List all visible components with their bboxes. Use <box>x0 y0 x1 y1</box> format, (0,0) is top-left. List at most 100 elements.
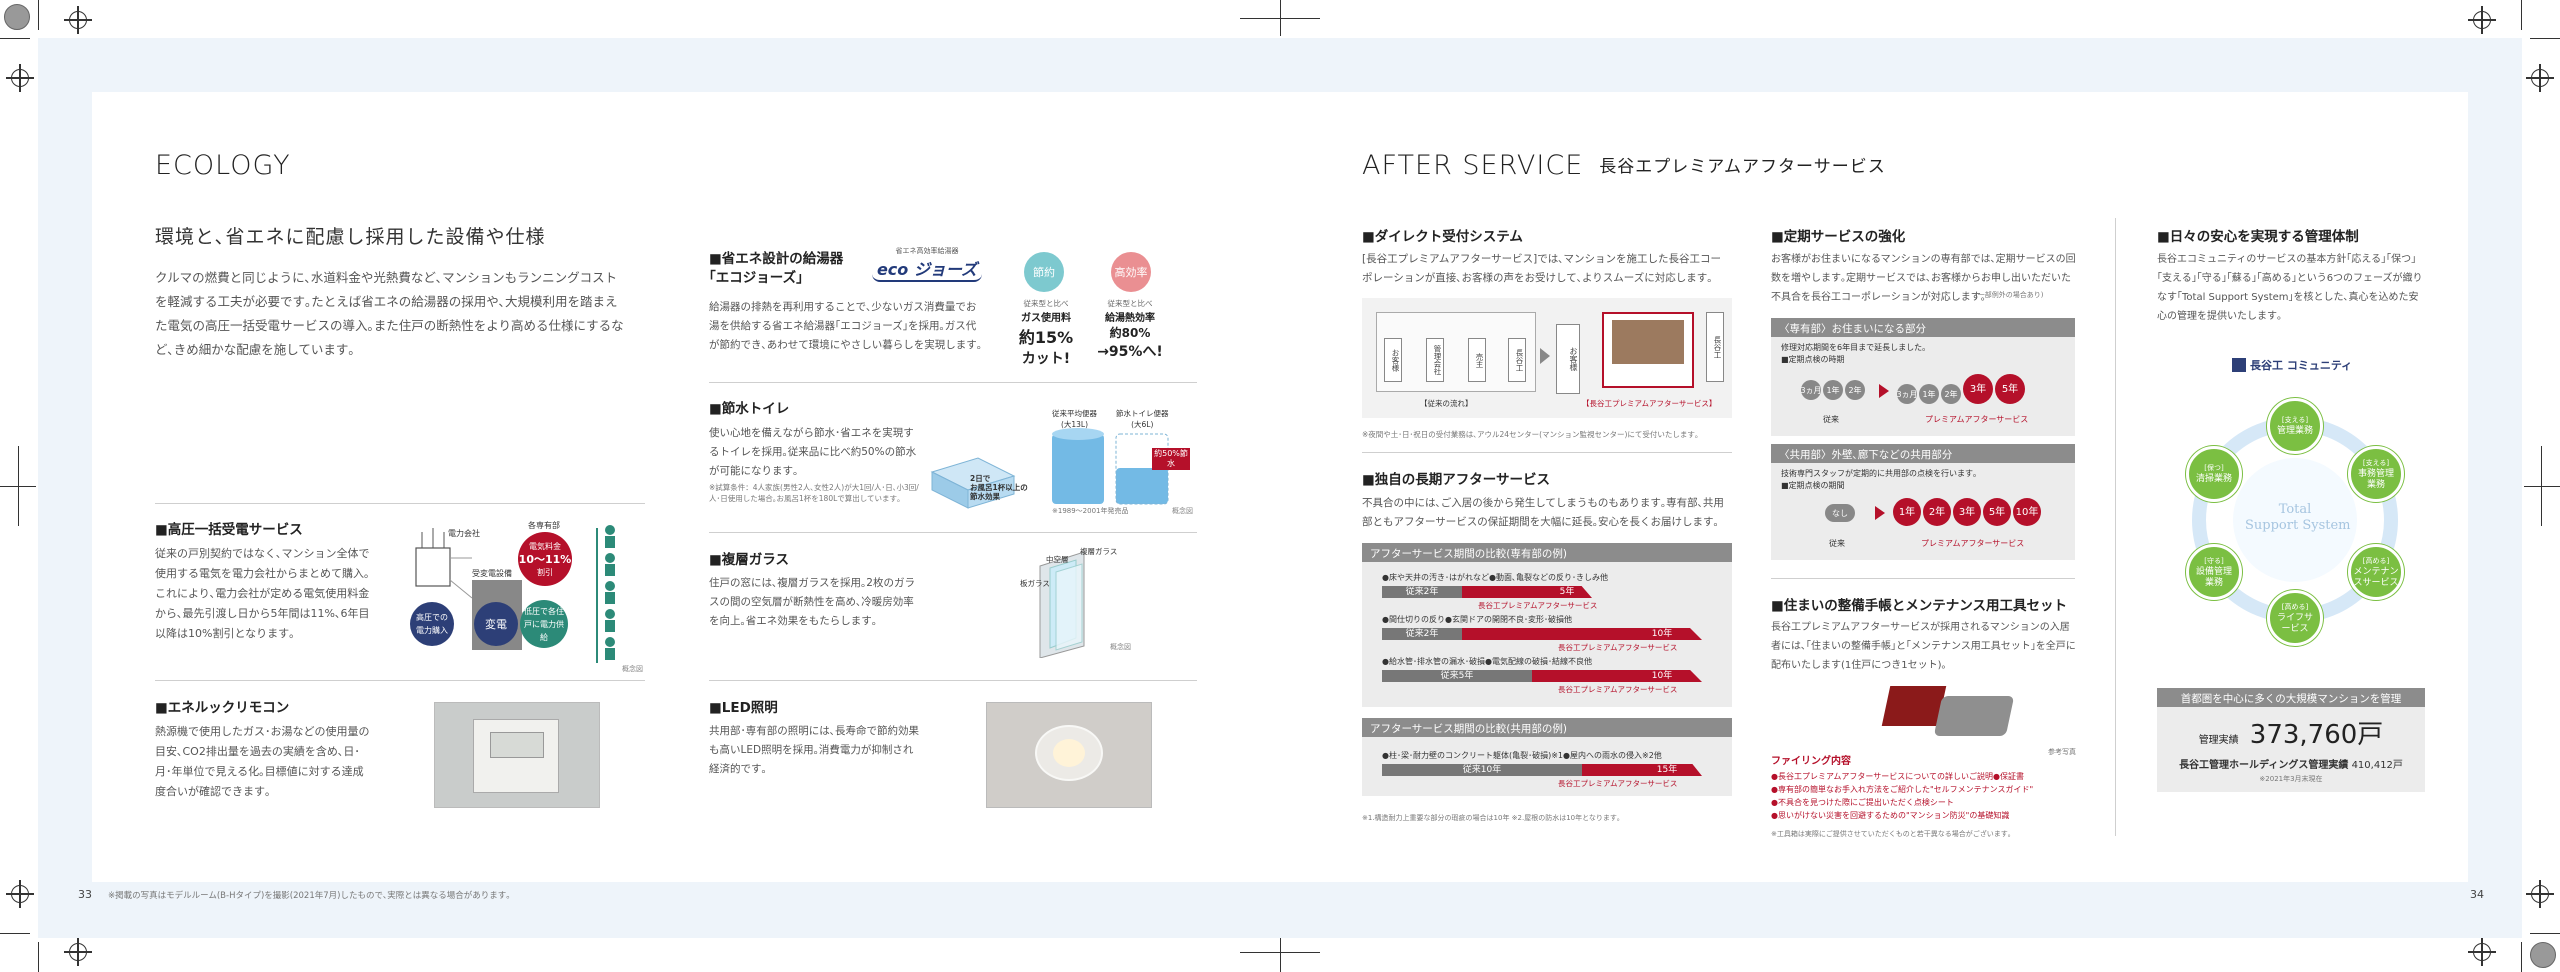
divider <box>155 503 645 504</box>
long-row-new-label: 5年 <box>1559 587 1575 597</box>
wheel-node-management: [支える]管理業務 <box>2267 398 2323 454</box>
ecojozu-badge-efficiency-label: 高効率 <box>1114 265 1148 279</box>
power-footnote: 概念図 <box>622 665 643 673</box>
long-row-label: ●給水管･排水管の漏水･破損●電気配線の破損･結線不良他 <box>1382 657 1592 666</box>
ecojozu-logo-mark: eco ジョーズ <box>872 256 982 282</box>
seq-bubble: 10年 <box>2013 498 2041 526</box>
led-light <box>1053 739 1085 767</box>
toilet-saving-badge: 約50%節水 <box>1152 448 1190 470</box>
long-row: ●間仕切りの反り●玄関ドアの開閉不良･変形･破損他 従来2年 10年 長谷工プレ… <box>1382 614 1722 656</box>
long-common-header: アフターサービス期間の比較(共用部の例) <box>1362 718 1732 737</box>
regular-common-text: 技術専門スタッフが定期的に共用部の点検を行います｡ ■定期点検の期間 <box>1781 469 1977 490</box>
long-row-premium: 長谷工プレミアムアフターサービス <box>1478 601 1598 610</box>
crop-line <box>2521 0 2522 30</box>
seq-bubble: 3ヵ月 <box>1896 384 1918 404</box>
wheel-node-label: 事務管理業務 <box>2357 468 2394 490</box>
flow-node-label: 売主 <box>1475 352 1484 368</box>
corner-circle <box>2530 942 2556 968</box>
flow-photo <box>1612 320 1684 364</box>
long-row-old-label: 従来2年 <box>1405 587 1439 597</box>
wheel-node-maintenance: [高める]メンテナンスサービス <box>2348 544 2404 600</box>
filing-title: ファイリング内容 <box>1771 756 1851 767</box>
after-service-header: AFTER SERVICE 長谷エプレミアムアフターサービス <box>1362 150 1886 181</box>
long-private-header: アフターサービス期間の比較(専有部の例) <box>1362 543 1732 562</box>
led-title: ■LED照明 <box>709 700 778 716</box>
power-company-label: 電力会社 <box>448 529 480 538</box>
ecojozu-badge-saving-label: 節約 <box>1033 265 1055 279</box>
page-number-right: 34 <box>2470 888 2484 901</box>
seq-bubble: 2年 <box>1845 380 1865 400</box>
glass-diagram-svg <box>1039 551 1085 659</box>
regular-common-header: 〈共用部〉外壁､廊下などの共用部分 <box>1771 444 2075 463</box>
stat1-value: 約15% <box>1018 328 1074 347</box>
toilet-period: ※1989～2001年発売品 <box>1052 507 1129 515</box>
glass-text: 住戸の窓には､複層ガラスを採用｡2枚のガラスの間の空気層が断熱性を高め､冷暖房効… <box>709 577 915 627</box>
direct-title: ■ダイレクト受付システム <box>1362 229 1523 245</box>
flow-node: お客様 <box>1384 338 1402 382</box>
led-text: 共用部･専有部の照明には､長寿命で節約効果も高いLED照明を採用｡消費電力が抑制… <box>709 725 919 775</box>
wheel-node-top: [保つ] <box>2204 464 2224 472</box>
long-row-new-label: 15年 <box>1656 765 1678 775</box>
glass-diagram: 複層ガラス 中空層 板ガラス 概念図 <box>1010 546 1140 659</box>
seq-bubble: 3年 <box>1963 374 1993 404</box>
long-text: 不具合の中には､ご入居の後から発生してしまうものもあります｡専有部､共用部ともア… <box>1362 497 1724 528</box>
registration-mark <box>64 6 92 34</box>
stat1-tail: カット! <box>1021 351 1071 367</box>
long-title: ■独自の長期アフターサービス <box>1362 472 1550 488</box>
glass-title: ■複層ガラス <box>709 552 789 568</box>
long-row-old-bar: 従来10年 <box>1382 764 1582 776</box>
direct-diagram: お客様 管理会社 売主 長谷工 お客様 長谷工 【従来の流れ】 【長谷工プレミア… <box>1362 298 1732 418</box>
manual-text: 長谷工プレミアムアフターサービスが採用されるマンションの入居者には､｢住まいの整… <box>1771 622 2076 671</box>
toilet-new-label: 節水トイレ便器 (大6L) <box>1116 409 1169 429</box>
flow-node-label: 管理会社 <box>1433 345 1442 375</box>
power-text: 従来の戸別契約ではなく､マンション全体で使用する電気を電力会社からまとめて購入｡… <box>155 547 370 640</box>
filing-list: ●長谷工プレミアムアフターサービスについての詳しいご説明●保証書 ●専有部の簡単… <box>1771 770 2033 822</box>
power-high-label: 高圧での電力購入 <box>416 613 448 635</box>
regular-common-new-seq: 1年 2年 3年 5年 10年 <box>1893 498 2041 526</box>
regular-private-box: 〈専有部〉お住まいになる部分 修理対応期間を6年目まで延長しました｡ ■定期点検… <box>1771 318 2075 436</box>
wheel-node-label: 管理業務 <box>2276 426 2313 436</box>
long-row-old-label: 従来10年 <box>1462 765 1502 775</box>
filing-item: ●思いがけない災害を回避するための"マンション防災"の基礎知識 <box>1771 811 2010 820</box>
seq-arrow <box>1875 506 1885 520</box>
regular-old-seq: 3ヵ月 1年 2年 <box>1800 380 1865 400</box>
long-row-new-bar: 5年 <box>1462 586 1592 598</box>
record-total-value: 410,412戸 <box>2351 760 2403 771</box>
long-note: ※1.構造耐力上重要な部分の瑕疵の場合は10年 ※2.屋根の防水は10年となりま… <box>1362 814 1621 822</box>
wheel-node-facility: [守る]設備管理業務 <box>2186 544 2242 600</box>
ecojozu-logo: 省エネ高効率給湯器 eco ジョーズ <box>872 246 982 286</box>
ecojozu-badge-efficiency: 高効率 <box>1111 252 1151 292</box>
wheel-node-top: [支える] <box>2362 458 2390 467</box>
wheel-node-label: 清掃業務 <box>2195 474 2232 484</box>
record-label: 管理実績 <box>2198 735 2239 746</box>
manual-note: ※工具箱は実際にご提供させていただくものと若干異なる場合がございます｡ <box>1771 830 2012 838</box>
eco-remote-title: ■エネルックリモコン <box>155 700 290 716</box>
column-divider <box>2115 218 2116 836</box>
power-discount-top: 電気料金 <box>529 541 561 551</box>
crop-line <box>2530 38 2560 39</box>
remote-screen <box>490 732 544 758</box>
long-row-premium: 長谷工プレミアムアフターサービス <box>1558 779 1678 788</box>
flow-arrow <box>1540 348 1550 364</box>
divider <box>155 680 645 681</box>
direct-old-label: 【従来の流れ】 <box>1420 399 1473 408</box>
filing-item: ●長谷工プレミアムアフターサービスについての詳しいご説明●保証書 <box>1771 772 2024 781</box>
corner-circle <box>4 4 30 30</box>
registration-mark <box>2526 880 2554 908</box>
after-service-sub: 長谷エプレミアムアフターサービス <box>1599 157 1886 177</box>
crop-line <box>38 942 39 972</box>
wheel-node-office: [支える]事務管理業務 <box>2348 446 2404 502</box>
support-wheel: Total Support System [支える]管理業務 [支える]事務管理… <box>2160 380 2430 660</box>
ecology-intro: クルマの燃費と同じように､水道料金や光熱費など､マンションもランニングコストを軽… <box>155 270 624 357</box>
seq-bubble: 1年 <box>1823 380 1843 400</box>
power-low-circle: 低圧で各住戸に電力供給 <box>520 600 568 648</box>
registration-mark <box>6 880 34 908</box>
stat2-caption: 従来型と比べ <box>1107 299 1153 308</box>
crop-line <box>0 933 30 934</box>
glass-label-2: 中空層 <box>1046 555 1069 564</box>
brand-name: 長谷工 コミュニティ <box>2250 359 2353 372</box>
eco-remote-text: 熱源機で使用したガス･お湯などの使用量の目安､CO2排出量を過去の実績を含め､日… <box>155 725 370 798</box>
stat2-label: 給湯熱効率 <box>1105 313 1155 324</box>
wheel-node-label: 設備管理業務 <box>2195 566 2232 588</box>
long-row-old-label: 従来5年 <box>1440 671 1474 681</box>
